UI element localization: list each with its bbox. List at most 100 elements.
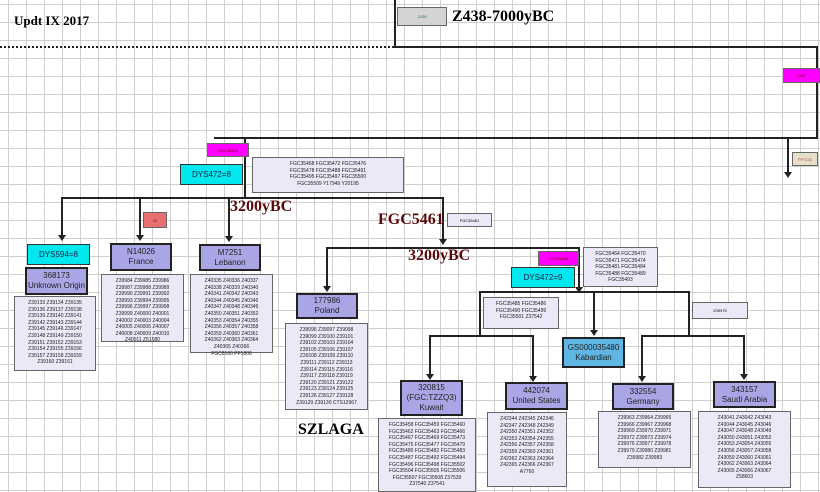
snp-line: Z39120 Z39121 Z39122 xyxy=(299,379,354,386)
snp-line: Z39987 Z39988 Z39989 xyxy=(115,284,170,291)
snp-line: Z39999 Z40000 Z40001 xyxy=(115,310,170,317)
snp-line: Z39145 Z39146 Z39147 xyxy=(28,326,82,333)
snp-box-fgc35461[interactable]: FGC35461 xyxy=(447,213,492,227)
snp-line: Z39096 Z39097 Z39098 xyxy=(299,327,354,333)
snp-line: FGC35478 FGC35488 FGC35491 xyxy=(289,167,367,174)
snp-line: FGC35507 FGC35508 Z37539 xyxy=(392,474,462,481)
snp-line: Z39123 Z39124 Z39125 xyxy=(299,386,354,393)
snp-line: Z39114 Z39115 Z39116 xyxy=(300,366,353,373)
snp-line: Z39139 Z39140 Z39141 xyxy=(28,313,82,320)
node-france[interactable]: N14026 France xyxy=(110,243,172,271)
snp-line: Z40347 Z40348 Z40349 xyxy=(204,304,259,311)
count-box[interactable]: 10 xyxy=(143,212,167,228)
snp-line: Z39108 Z39109 Z39110 xyxy=(299,353,354,360)
snp-line: Z40356 Z40357 Z40358 xyxy=(204,324,259,331)
snp-line: Z39099 Z39100 Z39101 xyxy=(299,333,354,340)
snp-line: Z39151 Z39152 Z39153 xyxy=(28,339,82,346)
szlaga-label: SZLAGA xyxy=(298,421,364,438)
snp-line: Z40350 Z40351 Z40352 xyxy=(204,310,259,317)
snp-line: Z39963 Z39964 Z39965 xyxy=(617,415,672,421)
fgc5461-label: FGC5461 xyxy=(378,211,444,228)
snp-line: Z39972 Z39973 Z39974 xyxy=(617,434,672,441)
snp-line: Z39102 Z39103 Z39104 xyxy=(299,340,354,347)
marker-dys594-8[interactable]: DYS594=8 xyxy=(27,244,90,265)
snp-box-z437[interactable]: Z437 xyxy=(783,68,820,83)
snp-line: FGC35458 FGC35459 FGC35460 xyxy=(388,422,466,428)
snp-line: Z43047 Z43048 Z43049 xyxy=(717,428,772,435)
snp-line: Z37540 Z37541 xyxy=(409,481,445,488)
root-label: Z438-7000yBC xyxy=(452,8,555,25)
node-lebanon[interactable]: M7251 Lebanon xyxy=(199,244,261,271)
snp-line: Z39990 Z39991 Z39992 xyxy=(115,291,170,298)
snp-line: Z43050 Z43051 Z43052 xyxy=(717,434,772,441)
node-kabardian[interactable]: GS000035480 Kabardian xyxy=(562,337,625,368)
snp-line: FGC8160 PF1806 xyxy=(211,350,252,357)
node-unknown-origin[interactable]: 368173 Unknown Origin xyxy=(25,267,88,295)
node-id: M7251 xyxy=(217,247,243,257)
node-place: Kabardian xyxy=(575,352,612,362)
age-label: 3200yBC xyxy=(408,247,471,264)
snp-line: FGC35471 FGC35474 xyxy=(595,257,646,264)
snp-box-fgc35503[interactable]: FGC35503 xyxy=(207,143,249,157)
node-kuwait[interactable]: 320815 (FGC:TZZQ3) Kuwait xyxy=(400,380,463,416)
snp-line: Z39969 Z39970 Z39971 xyxy=(617,428,672,435)
node-place: Unknown Origin xyxy=(28,281,85,290)
snp-line: Z39142 Z39143 Z39144 xyxy=(28,319,82,326)
snp-line: FGC35501 Z37542 xyxy=(499,314,543,321)
snp-line: Z40365 Z40366 xyxy=(213,343,250,350)
snp-box-z438[interactable]: Z438 xyxy=(397,7,447,26)
snp-line: Z40362 Z40363 Z40364 xyxy=(204,337,259,344)
node-id: 442074 xyxy=(523,386,550,395)
snp-line: Z39976 Z39977 Z39978 xyxy=(617,441,672,448)
age-label: 3200yBC xyxy=(230,198,293,215)
node-subclade: (FGC:TZZQ3) xyxy=(406,393,457,402)
snp-line: Z39157 Z39158 Z39159 xyxy=(28,352,82,359)
snp-line: FGC35488 FGC35489 xyxy=(595,270,646,277)
snp-line: Z40005 Z40006 Z40007 xyxy=(115,324,170,331)
node-united-states[interactable]: 442074 United States xyxy=(505,382,568,410)
snp-line: Z40008 Z40009 Z40010 xyxy=(115,330,170,337)
snp-line: Z39117 Z39118 Z39119 xyxy=(300,373,353,380)
snp-line: Z39133 Z39134 Z39135 xyxy=(28,300,82,306)
node-id: 368173 xyxy=(43,271,70,280)
snp-box-fgc34188[interactable]: FGC34188 xyxy=(538,251,579,266)
snp-line: FGC35490 FGC35499 xyxy=(495,307,547,314)
snp-box-pf[interactable]: PF7133 xyxy=(792,152,818,166)
snp-line: FGC35467 FGC35469 FGC35473 xyxy=(388,435,466,442)
marker-dys472-8[interactable]: DYS472=8 xyxy=(180,164,243,185)
snp-line: FGC35496 FGC35498 FGC35502 xyxy=(388,461,466,468)
marker-dys472-9[interactable]: DYS472=9 xyxy=(511,267,575,288)
node-id: GS000035480 xyxy=(567,342,620,352)
snp-line: Z42350 Z42351 Z42352 xyxy=(500,429,554,436)
snp-line: Z39111 Z39112 Z39113 xyxy=(300,359,353,366)
snp-line: Z40338 Z40339 Z40340 xyxy=(204,284,259,291)
node-place: Poland xyxy=(314,306,340,315)
snp-line: Z39148 Z39149 Z39150 xyxy=(28,332,82,339)
snp-line: Z42362 Z42363 Z42364 xyxy=(500,455,554,462)
snp-line: Z43062 Z43063 Z43064 xyxy=(717,461,772,468)
snp-line: Z43056 Z43057 Z43058 xyxy=(717,447,772,454)
snp-line: Z40359 Z40360 Z40361 xyxy=(204,330,259,337)
node-poland[interactable]: 177986 Poland xyxy=(296,293,358,319)
node-saudi-arabia[interactable]: 343157 Saudi Arabia xyxy=(713,381,776,408)
snp-line: Z43053 Z43054 Z43055 xyxy=(717,441,772,448)
snp-line: Z40353 Z40354 Z40355 xyxy=(204,317,259,324)
snp-line: Z39129 Z39130 CTS12967 xyxy=(296,399,357,406)
snp-line: FGC35509 Y17949 Y20195 xyxy=(297,180,359,187)
snp-line: FGC35481 FGC35484 xyxy=(595,264,646,271)
node-place: United States xyxy=(512,396,561,405)
snp-line: Z39105 Z39106 Z39107 xyxy=(299,346,354,353)
snp-line: Z42347 Z42348 Z42349 xyxy=(500,422,554,429)
snp-line: Z42344 Z42345 Z42346 xyxy=(500,416,554,422)
snp-line: FGC35464 FGC35470 xyxy=(595,251,646,257)
snp-box-z39975[interactable]: Z39975 xyxy=(692,302,748,319)
snp-line: Z42353 Z42354 Z42355 xyxy=(500,435,554,442)
snp-line: Z43059 Z43060 Z43061 xyxy=(717,454,772,461)
node-germany[interactable]: 332554 Germany xyxy=(612,383,674,410)
